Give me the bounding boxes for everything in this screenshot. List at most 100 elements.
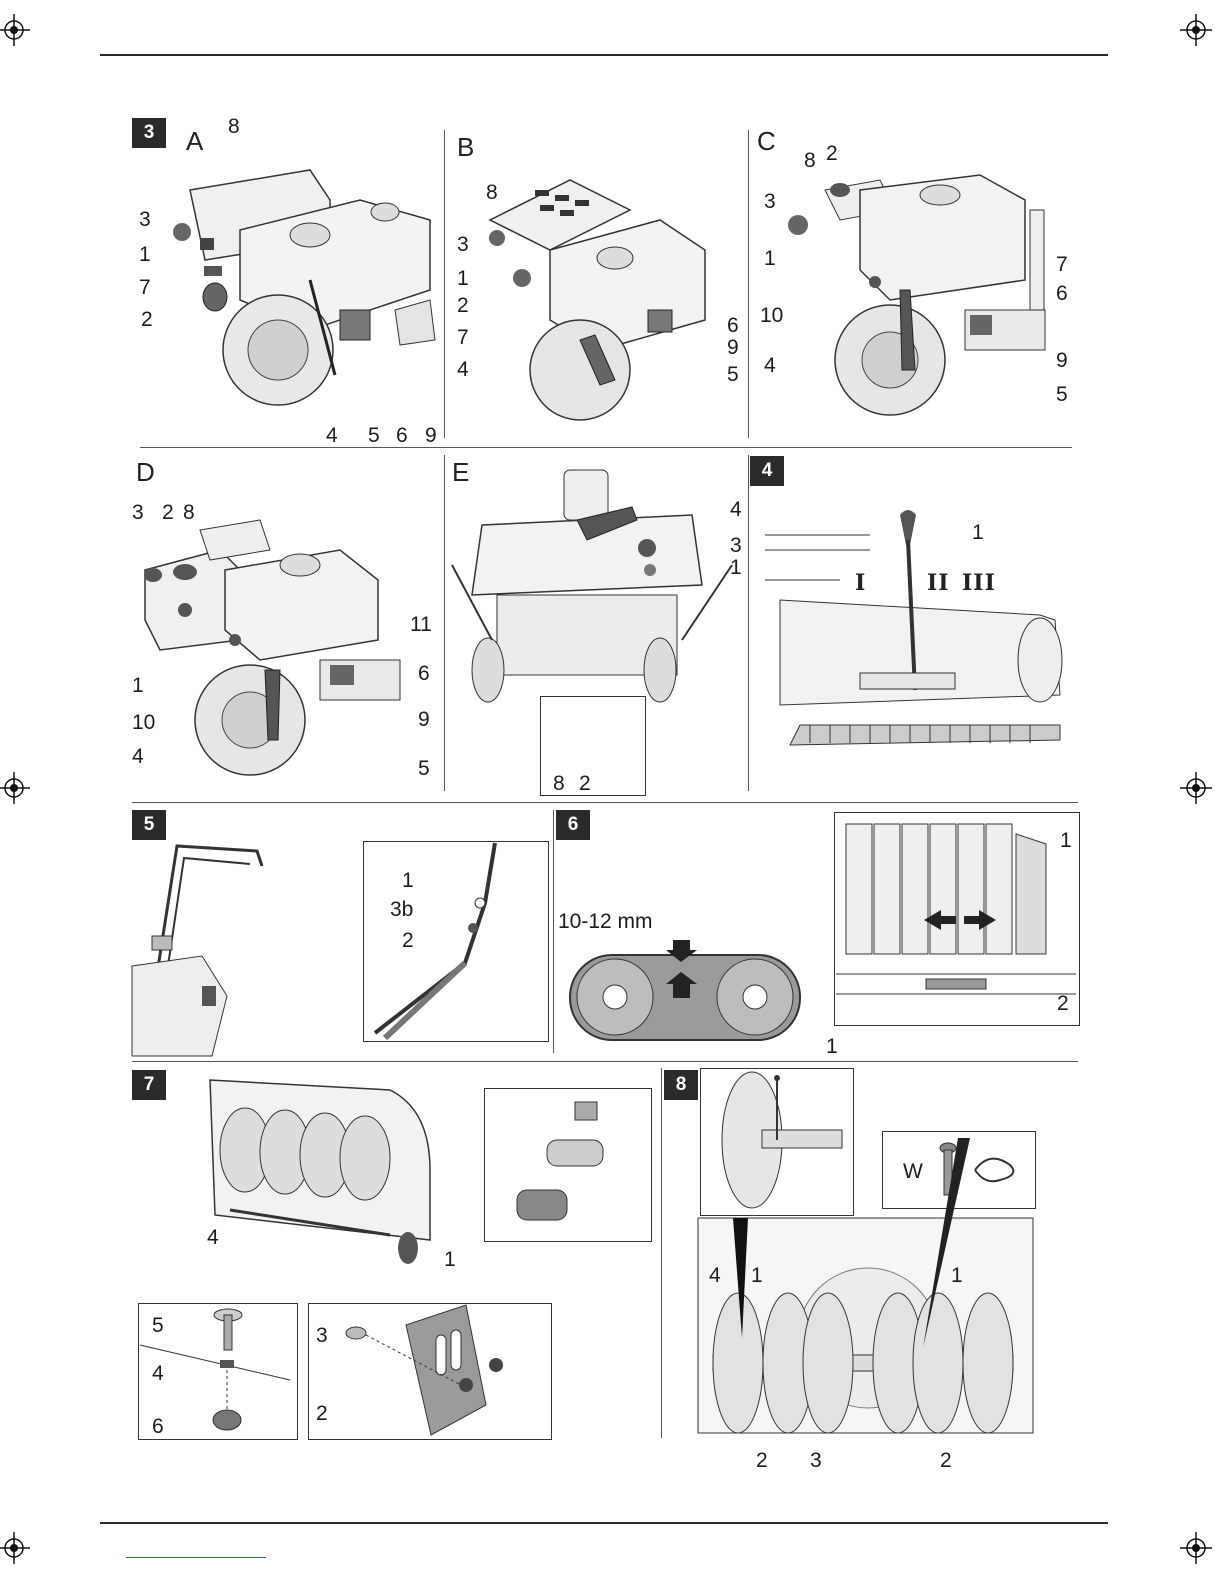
callout-8-3: 3: [810, 1450, 822, 1472]
col-divider-e4: [748, 455, 749, 791]
callout-d-4: 4: [132, 746, 144, 768]
crop-mark-mid-left: [0, 772, 38, 812]
callout-b-8: 8: [486, 182, 498, 204]
callout-d-10: 10: [132, 712, 155, 734]
callout-e-4: 4: [730, 499, 742, 521]
engine-illustration-d: [140, 510, 420, 790]
callout-b-1: 1: [457, 268, 469, 290]
callout-6-1-top: 1: [1060, 830, 1072, 852]
callout-7-4-inset: 4: [152, 1363, 164, 1385]
col-divider-de: [444, 455, 445, 791]
callout-8-1-left: 1: [751, 1265, 763, 1287]
callout-7-6: 6: [152, 1416, 164, 1438]
callout-a-7: 7: [139, 277, 151, 299]
gear-label-2: II: [927, 570, 950, 596]
callout-d-9: 9: [418, 709, 430, 731]
footer-rule: [100, 1522, 1108, 1524]
callout-a-5: 5: [368, 425, 380, 447]
callout-b-7: 7: [457, 327, 469, 349]
callout-e-2: 2: [579, 773, 591, 795]
gear-label-1: I: [855, 570, 866, 596]
auger-assembly-illustration: [698, 1218, 1038, 1438]
callout-c-5: 5: [1056, 384, 1068, 406]
callout-c-7: 7: [1056, 254, 1068, 276]
callout-a-6: 6: [396, 425, 408, 447]
callout-b-3: 3: [457, 234, 469, 256]
callout-c-8: 8: [804, 150, 816, 172]
bolt-detail-5: [365, 843, 545, 1038]
callout-c-3: 3: [764, 191, 776, 213]
callout-d-5: 5: [418, 758, 430, 780]
callout-6-1-bottom: 1: [826, 1036, 838, 1058]
engine-illustration-c: [780, 170, 1050, 440]
callout-7-4-top: 4: [207, 1227, 219, 1249]
callout-d-8: 8: [183, 502, 195, 524]
callout-c-6: 6: [1056, 283, 1068, 305]
gear-label-3: III: [962, 570, 996, 596]
callout-c-2: 2: [826, 143, 838, 165]
engine-illustration-b: [480, 170, 740, 430]
row-divider-3: [132, 1061, 1078, 1062]
callout-b-5: 5: [727, 364, 739, 386]
callout-a-9: 9: [425, 425, 437, 447]
track-belt-illustration: [560, 940, 810, 1050]
callout-8-4: 4: [709, 1265, 721, 1287]
crop-mark-top-left: [0, 14, 38, 54]
panel-letter-d: D: [136, 457, 155, 488]
callout-d-3: 3: [132, 502, 144, 524]
panel-letter-b: B: [457, 132, 474, 163]
row-divider-2: [132, 802, 1078, 803]
callout-b-6: 6: [727, 315, 739, 337]
callout-d-6: 6: [418, 663, 430, 685]
callout-c-1: 1: [764, 248, 776, 270]
callout-5-1: 1: [402, 870, 414, 892]
callout-a-8: 8: [228, 116, 240, 138]
engine-illustration-a: [160, 140, 460, 440]
callout-b-9: 9: [727, 337, 739, 359]
callout-5-2: 2: [402, 930, 414, 952]
callout-c-4: 4: [764, 355, 776, 377]
track-tension-detail: [836, 814, 1076, 1022]
callout-c-10: 10: [760, 305, 783, 327]
callout-d-2: 2: [162, 502, 174, 524]
figure-badge-7: 7: [132, 1070, 166, 1100]
shear-bolt-icon: [930, 1140, 1030, 1200]
callout-b-2: 2: [457, 295, 469, 317]
callout-8-2-left: 2: [756, 1450, 768, 1472]
callout-8-1-right: 1: [951, 1265, 963, 1287]
skid-shoe-detail: [311, 1305, 547, 1435]
callout-7-5: 5: [152, 1315, 164, 1337]
auger-housing-illustration: [200, 1070, 440, 1270]
callout-7-1: 1: [444, 1249, 456, 1271]
figure-badge-6: 6: [556, 810, 590, 840]
callout-7-3: 3: [316, 1325, 328, 1347]
callout-4-1: 1: [972, 522, 984, 544]
crop-mark-bottom-right: [1180, 1532, 1220, 1572]
inset-label-w: W: [903, 1161, 923, 1183]
figure-badge-4: 4: [750, 456, 784, 486]
callout-b-4: 4: [457, 359, 469, 381]
callout-5-3b: 3b: [390, 899, 413, 921]
callout-e-8: 8: [553, 773, 565, 795]
callout-6-2: 2: [1057, 993, 1069, 1015]
crop-mark-bottom-left: [0, 1532, 38, 1572]
crop-mark-mid-right: [1180, 772, 1220, 812]
auger-closeup: [702, 1070, 850, 1212]
skid-plate-detail: [487, 1090, 647, 1238]
callout-7-2: 2: [316, 1403, 328, 1425]
col-divider-78: [661, 1068, 662, 1438]
callout-c-9: 9: [1056, 350, 1068, 372]
callout-d-11: 11: [410, 614, 432, 636]
belt-tension-measurement: 10-12 mm: [558, 910, 653, 934]
col-divider-56: [553, 810, 554, 1053]
callout-a-4: 4: [326, 425, 338, 447]
gear-lever-illustration: [760, 505, 1070, 765]
panel-letter-c: C: [757, 126, 776, 157]
col-divider-bc: [748, 130, 749, 438]
callout-d-1: 1: [132, 675, 144, 697]
callout-a-1: 1: [139, 244, 151, 266]
footer-link-underline[interactable]: [126, 1557, 266, 1558]
callout-a-3: 3: [139, 209, 151, 231]
crop-mark-top-right: [1180, 14, 1220, 54]
handlebar-illustration: [132, 836, 272, 1056]
